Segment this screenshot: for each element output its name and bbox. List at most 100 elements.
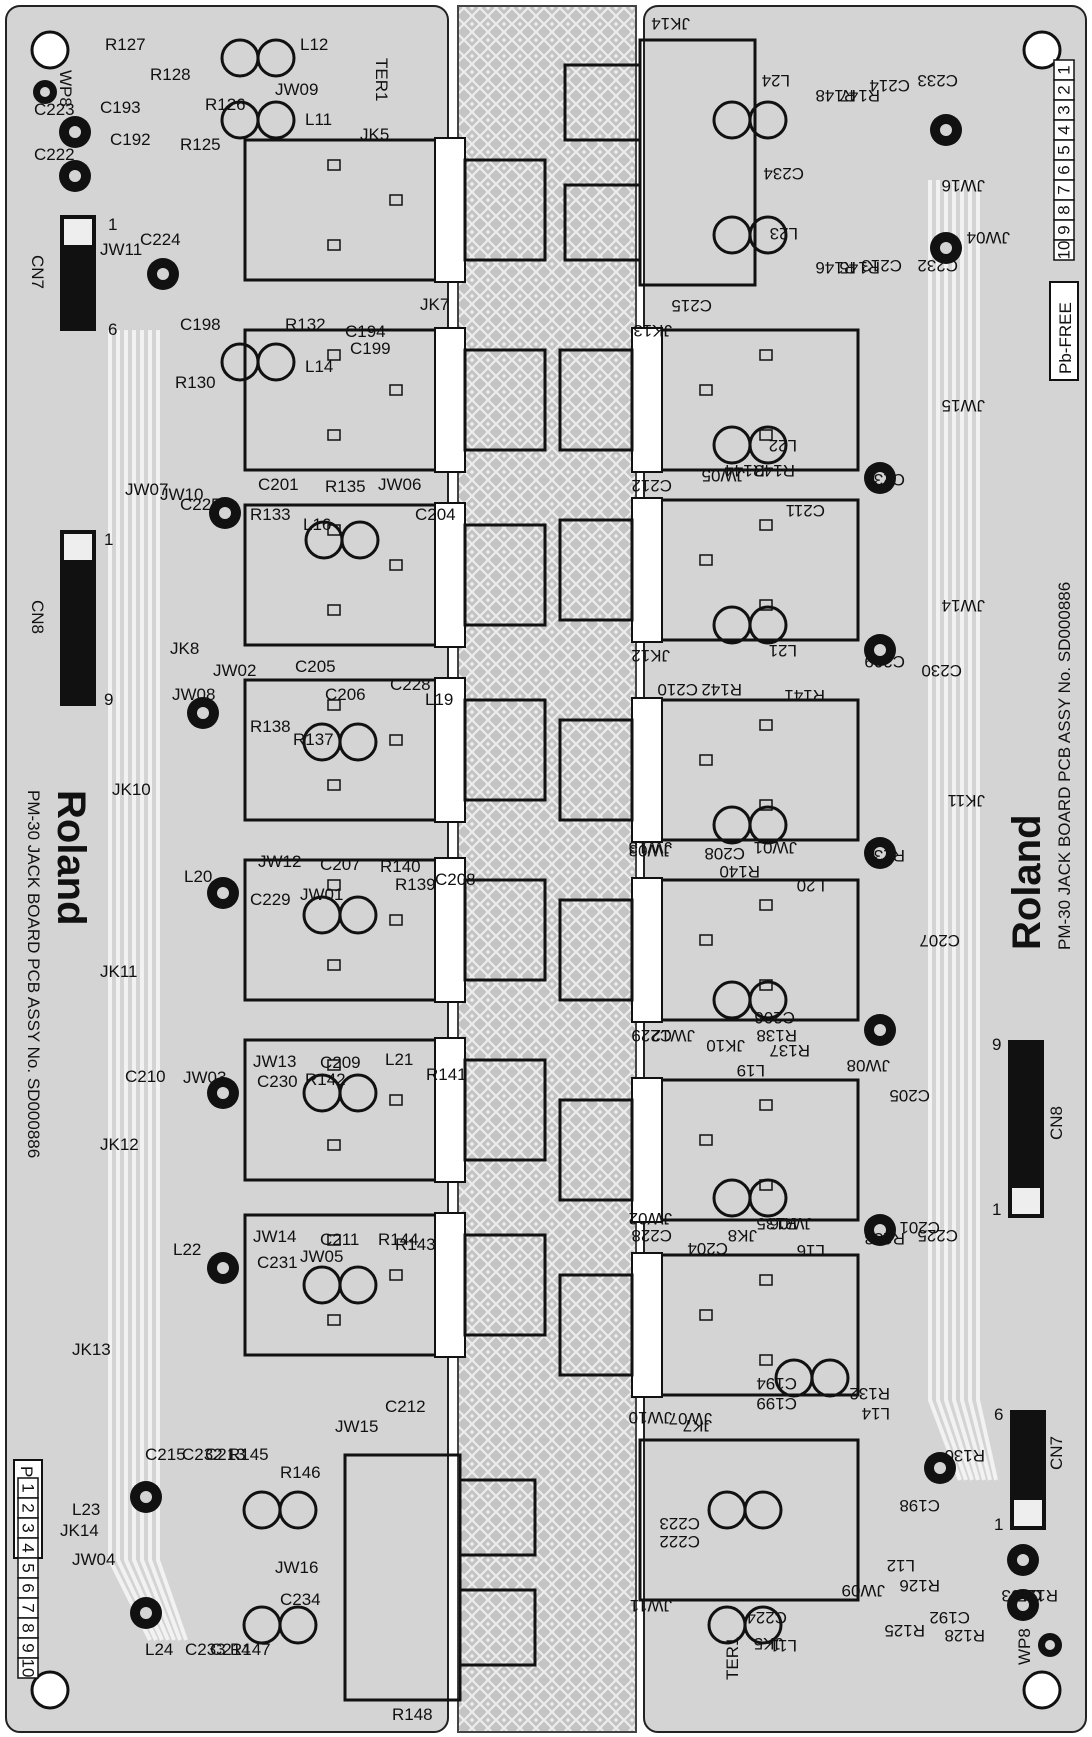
ref-designator-label: R133 — [250, 505, 291, 524]
cn8-connector-right: 9 1 CN8 — [992, 1035, 1066, 1219]
jack-footprint — [243, 137, 547, 283]
right-title-block: Roland PM-30 JACK BOARD PCB ASSY No. SD0… — [1005, 582, 1074, 950]
ref-designator-label: R135 — [756, 1214, 797, 1233]
digit-label: 8 — [19, 1623, 38, 1632]
ref-designator-label: R146 — [815, 258, 856, 277]
jack-footprint — [558, 1077, 860, 1223]
ref-designator-label: JK12 — [100, 1135, 139, 1154]
ref-designator-label: L20 — [184, 867, 212, 886]
ref-designator-label: JW13 — [253, 1052, 296, 1071]
ref-designator-label: C223 — [659, 1514, 700, 1533]
ref-designator-label: JW05 — [300, 1247, 343, 1266]
digit-label: 4 — [1055, 125, 1074, 134]
cn8-connector-left: 1 9 CN8 — [28, 530, 113, 709]
jack-footprint — [243, 502, 547, 648]
inductor-icon — [242, 1490, 318, 1530]
inductor-icon — [302, 1265, 378, 1305]
ref-designator-label: R132 — [285, 315, 326, 334]
ref-designator-label: C230 — [257, 1072, 298, 1091]
ref-designator-label: JW12 — [652, 1026, 695, 1045]
ref-designator-label: C224 — [140, 230, 181, 249]
ref-designator-label: R147 — [839, 86, 880, 105]
ref-designator-label: C214 — [210, 1640, 251, 1659]
inductor-icon — [242, 1605, 318, 1645]
ref-designator-label: C232 — [917, 256, 958, 275]
capacitor-icon — [207, 1252, 239, 1284]
ref-designator-label: R145 — [228, 1445, 269, 1464]
ref-designator-label: C210 — [657, 680, 698, 699]
mounting-hole-icon — [1022, 1670, 1062, 1710]
ref-designator-label: C193 — [100, 98, 141, 117]
trace — [936, 180, 968, 1481]
cn7-pin1-left: 1 — [108, 215, 117, 234]
ref-designator-label: L21 — [769, 641, 797, 660]
capacitor-icon — [930, 114, 962, 146]
ref-designator-label: R143 — [395, 1235, 436, 1254]
ref-designator-label: C215 — [671, 296, 712, 315]
ref-designator-label: C212 — [385, 1397, 426, 1416]
ref-designator-label: R147 — [230, 1640, 271, 1659]
ref-designator-label: JK11 — [100, 962, 138, 981]
ref-designator-label: R128 — [944, 1626, 985, 1645]
ref-designator-label: L21 — [385, 1050, 413, 1069]
cn7-pin6-left: 6 — [108, 320, 117, 339]
ref-designator-label: C205 — [295, 657, 336, 676]
ref-designator-label: L14 — [305, 357, 333, 376]
ref-designator-label: R140 — [719, 862, 760, 881]
cn8-label-right: CN8 — [1047, 1106, 1066, 1140]
mounting-hole-icon — [30, 1670, 70, 1710]
cn7-pin1-right: 1 — [994, 1515, 1003, 1534]
jack-footprint — [558, 497, 860, 643]
jack-footprint — [243, 1037, 547, 1183]
digit-box — [1053, 239, 1075, 261]
jack-footprint — [243, 857, 547, 1003]
jack-footprint — [563, 63, 642, 142]
ref-designator-label: L24 — [145, 1640, 173, 1659]
ref-designator-label: JW09 — [842, 1581, 885, 1600]
ref-designator-label: C228 — [631, 1226, 672, 1245]
inductor-icon — [302, 722, 378, 762]
ref-designator-label: L11 — [305, 110, 332, 129]
ref-designator-label: JW12 — [258, 852, 301, 871]
inductor-icon — [712, 980, 788, 1020]
mounting-hole-icon — [1022, 30, 1062, 70]
ref-designator-label: JW02 — [629, 1209, 672, 1228]
ref-designator-label: R142 — [701, 680, 742, 699]
brand-logo-left: Roland — [49, 790, 93, 926]
cn8-pin1-right: 1 — [992, 1200, 1001, 1219]
capacitor-icon — [187, 697, 219, 729]
ref-designator-label: C213 — [205, 1445, 246, 1464]
digit-label: 1 — [1055, 65, 1074, 74]
ref-designator-label: JW13 — [629, 838, 672, 857]
ref-designator-label: JW16 — [942, 176, 985, 195]
ref-designator-label: L14 — [862, 1404, 890, 1423]
capacitor-icon — [864, 1214, 896, 1246]
ref-designator-label: R146 — [280, 1463, 321, 1482]
ref-designator-label: C222 — [34, 145, 75, 164]
ref-designator-label: JW02 — [213, 661, 256, 680]
wp8-label-right: WP8 — [1015, 1628, 1034, 1665]
cn7-connector-left: 1 6 CN7 — [28, 215, 117, 339]
ref-designator-label: R142 — [305, 1070, 346, 1089]
inductor-icon — [304, 520, 380, 560]
ref-designator-label: JK13 — [633, 321, 672, 340]
ref-designator-label: C193 — [1001, 1586, 1042, 1605]
ref-designator-label: C209 — [864, 652, 905, 671]
ref-designator-label: R128 — [150, 65, 191, 84]
ref-designator-label: R141 — [426, 1065, 467, 1084]
ref-designator-label: C198 — [899, 1496, 940, 1515]
ref-designator-label: C207 — [320, 855, 361, 874]
ref-designator-label: L22 — [769, 436, 797, 455]
ref-designator-label: C233 — [917, 71, 958, 90]
component-footprints — [59, 38, 1039, 1645]
ref-designator-label: JK7 — [683, 1416, 712, 1435]
ref-designator-label: L20 — [797, 876, 825, 895]
ref-designator-label: JK13 — [72, 1340, 111, 1359]
ref-designator-label: JW07 — [669, 1409, 712, 1428]
ref-designator-label: R125 — [884, 1621, 925, 1640]
capacitor-icon — [130, 1481, 162, 1513]
wp8-label-left: WP8 — [56, 70, 75, 107]
trace — [952, 180, 980, 1481]
